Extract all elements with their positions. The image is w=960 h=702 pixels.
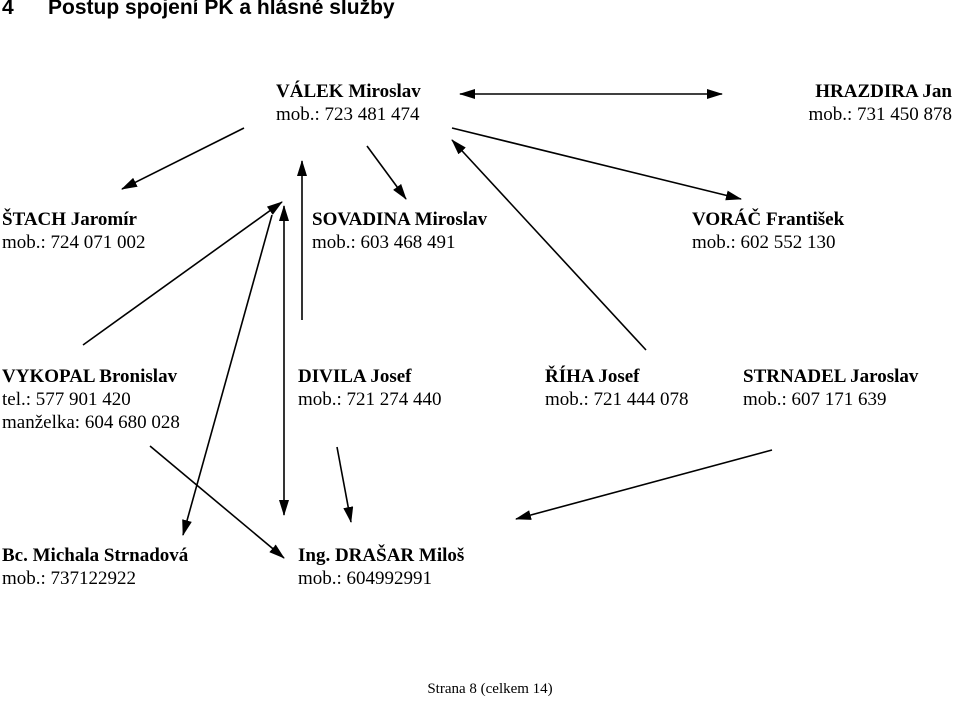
contact-name: DIVILA Josef: [298, 366, 412, 387]
section-heading: 4 Postup spojení PK a hlásné služby: [2, 0, 395, 20]
contact-vorac: VORÁČ František mob.: 602 552 130: [692, 208, 844, 254]
contact-name: STRNADEL Jaroslav: [743, 366, 919, 387]
contact-riha: ŘÍHA Josef mob.: 721 444 078: [545, 365, 689, 411]
contact-sovadina: SOVADINA Miroslav mob.: 603 468 491: [312, 208, 487, 254]
contact-phone: mob.: 724 071 002: [2, 232, 146, 253]
contact-phone: mob.: 721 274 440: [298, 389, 442, 410]
arrow-strnadel-drasar: [515, 449, 773, 520]
contact-spouse-phone: manželka: 604 680 028: [2, 412, 180, 433]
page-number: Strana 8 (celkem 14): [427, 681, 553, 697]
contact-valek: VÁLEK Miroslav mob.: 723 481 474: [276, 80, 421, 126]
arrow-sovadina-strnadova: [182, 214, 273, 536]
arrow-vykopal-strnadova: [149, 445, 285, 559]
contact-divila: DIVILA Josef mob.: 721 274 440: [298, 365, 442, 411]
contact-phone: mob.: 604992991: [298, 568, 433, 589]
contact-name: VÁLEK Miroslav: [276, 81, 421, 102]
contact-phone: tel.: 577 901 420: [2, 389, 131, 410]
contact-phone: mob.: 603 468 491: [312, 232, 456, 253]
contact-phone: mob.: 731 450 878: [808, 104, 952, 125]
arrow-valek-vorac: [451, 127, 742, 201]
section-title: Postup spojení PK a hlásné služby: [48, 0, 395, 19]
contact-name: ŘÍHA Josef: [545, 366, 640, 387]
contact-phone: mob.: 721 444 078: [545, 389, 689, 410]
contact-vykopal: VYKOPAL Bronislav tel.: 577 901 420 manž…: [2, 365, 180, 434]
section-number: 4: [2, 0, 14, 19]
page-footer: Strana 8 (celkem 14): [0, 680, 960, 698]
contact-strnadova: Bc. Michala Strnadová mob.: 737122922: [2, 544, 188, 590]
arrow-valek-sovadina: [366, 145, 407, 200]
contact-stach: ŠTACH Jaromír mob.: 724 071 002: [2, 208, 146, 254]
contact-hrazdira: HRAZDIRA Jan mob.: 731 450 878: [808, 80, 952, 126]
contact-phone: mob.: 723 481 474: [276, 104, 420, 125]
contact-name: Ing. DRAŠAR Miloš: [298, 545, 465, 566]
contact-name: SOVADINA Miroslav: [312, 209, 488, 230]
contact-name: ŠTACH Jaromír: [2, 209, 137, 230]
contact-phone: mob.: 737122922: [2, 568, 137, 589]
arrow-valek-stach: [121, 127, 245, 190]
contact-phone: mob.: 607 171 639: [743, 389, 887, 410]
contact-drasar: Ing. DRAŠAR Miloš mob.: 604992991: [298, 544, 464, 590]
arrow-divila-drasar: [336, 446, 354, 523]
contact-phone: mob.: 602 552 130: [692, 232, 836, 253]
contact-strnadel: STRNADEL Jaroslav mob.: 607 171 639: [743, 365, 918, 411]
contact-name: VORÁČ František: [692, 209, 845, 230]
contact-name: HRAZDIRA Jan: [815, 81, 952, 102]
contact-name: Bc. Michala Strnadová: [2, 545, 189, 566]
contact-name: VYKOPAL Bronislav: [2, 366, 178, 387]
